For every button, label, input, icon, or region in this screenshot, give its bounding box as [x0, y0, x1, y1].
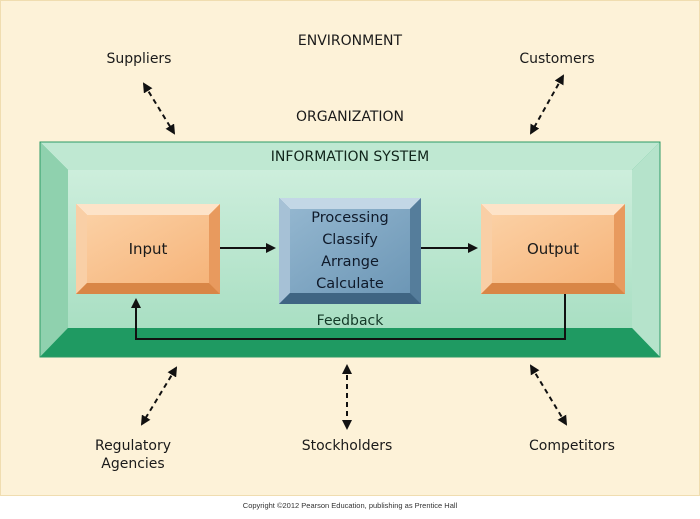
processing-text: Processing Classify Arrange Calculate — [279, 198, 421, 304]
copyright-text: Copyright ©2012 Pearson Education, publi… — [242, 501, 458, 510]
processing-line: Classify — [322, 232, 378, 248]
suppliers-label: Suppliers — [106, 51, 172, 67]
processing-line: Processing — [311, 210, 389, 226]
competitors-label: Competitors — [529, 438, 615, 454]
information-system-label: INFORMATION SYSTEM — [270, 149, 430, 165]
input-label: Input — [128, 240, 168, 258]
suppliers-arrow — [142, 82, 176, 135]
output-box — [481, 204, 625, 294]
regulatory-agencies-label: Regulatory Agencies — [94, 438, 172, 472]
feedback-label: Feedback — [316, 313, 384, 329]
processing-line: Arrange — [321, 254, 379, 270]
organization-label: ORGANIZATION — [295, 109, 405, 125]
output-label: Output — [526, 240, 580, 258]
stockholders-label: Stockholders — [301, 438, 393, 454]
feedback-loop-arrow — [131, 294, 566, 340]
competitors-arrow — [529, 364, 568, 426]
processing-box — [279, 198, 421, 304]
input-box — [76, 204, 220, 294]
customers-arrow — [530, 74, 564, 135]
environment-label: ENVIRONMENT — [297, 33, 403, 49]
regulatory-agencies-arrow — [140, 366, 178, 426]
processing-line: Calculate — [316, 276, 384, 292]
customers-label: Customers — [519, 51, 595, 67]
